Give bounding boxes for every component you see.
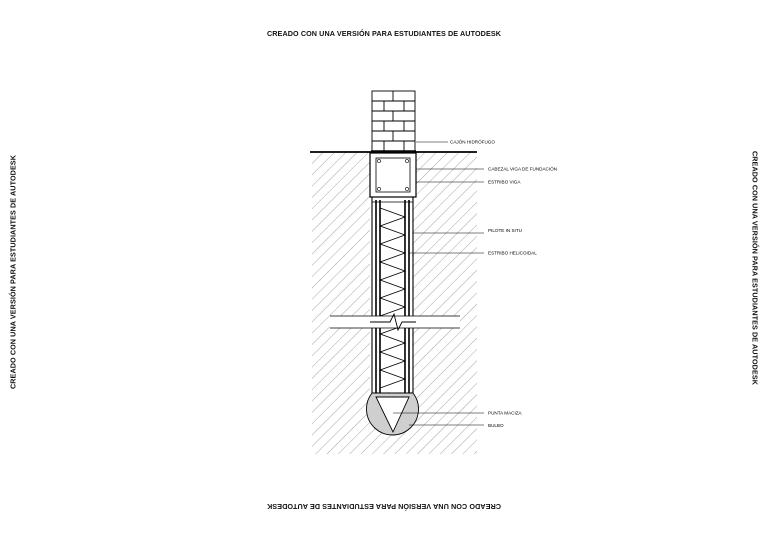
label-bulbo: BULBO [488,423,504,428]
brick-wall [371,90,416,153]
helical-stirrup [378,207,407,389]
label-estribo-helicoidal: ESTRIBO HELICOIDAL [488,251,537,256]
leader-lines [393,141,484,426]
label-cajon-hidrofugo: CAJÓN HIDRÓFUGO [450,139,495,145]
bulb [366,392,419,436]
label-punta-maciza: PUNTA MACIZA [488,411,523,416]
label-pilote-in-situ: PILOTE IN SITU [488,228,522,233]
foundation-beam-head [369,152,417,198]
watermark-top: CREADO CON UNA VERSIÓN PARA ESTUDIANTES … [266,29,502,38]
pile-shaft [371,197,414,393]
label-cabezal-viga: CABEZAL VIGA DE FUNDACIÓN [488,166,557,172]
label-estribo-viga: ESTRIBO VIGA [488,180,521,185]
section-break [330,312,460,332]
soil-hatch [312,152,477,454]
